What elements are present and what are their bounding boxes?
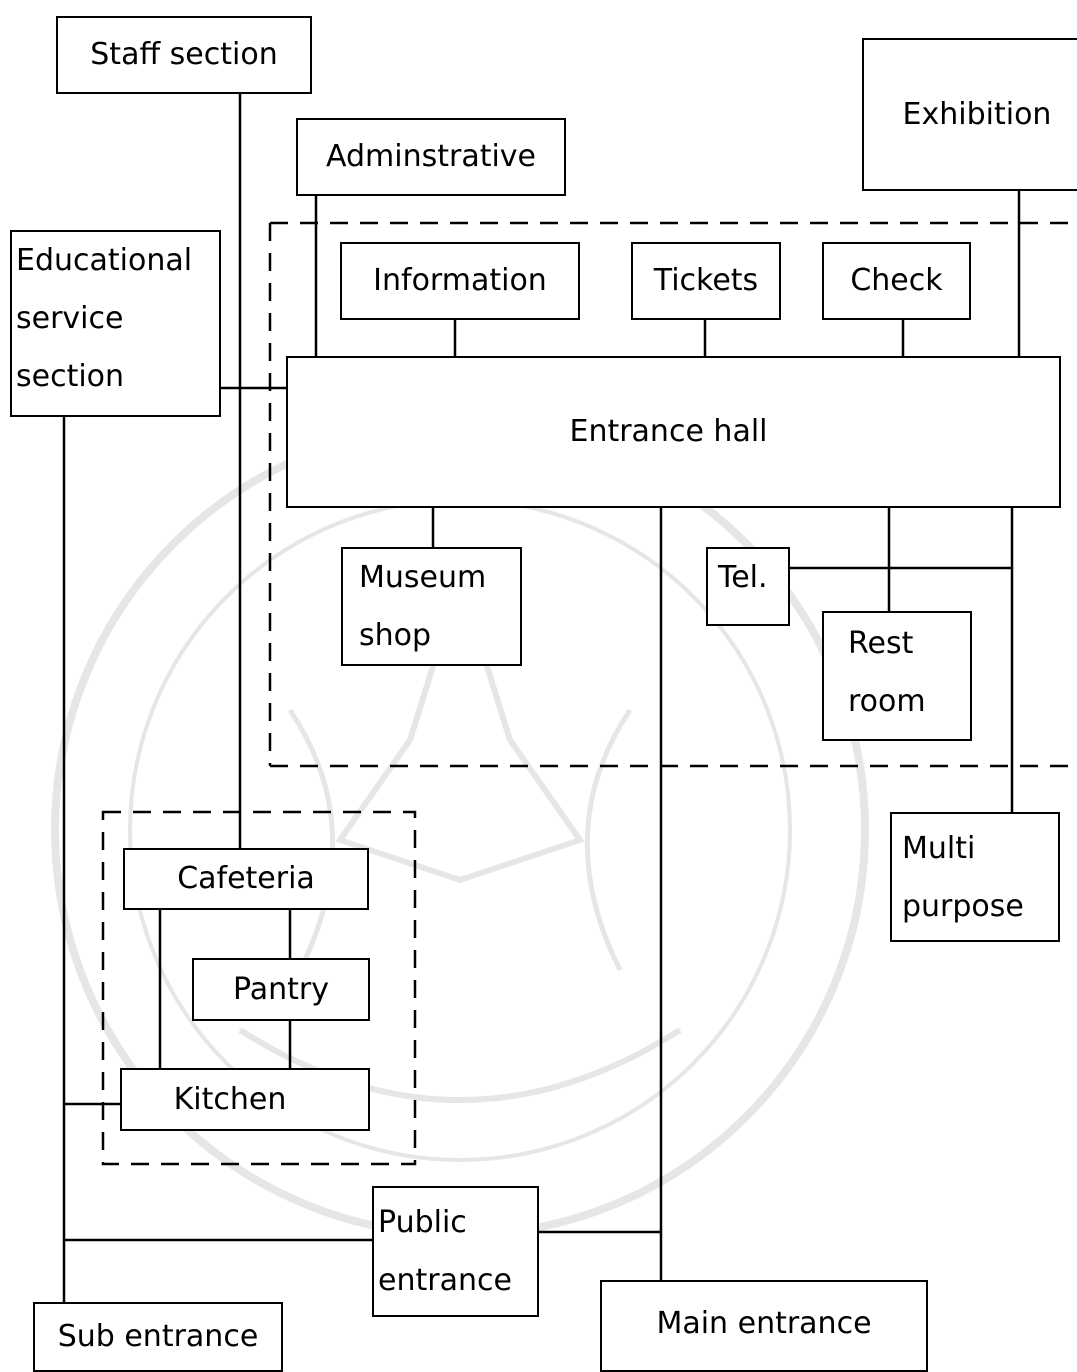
staff-section-label: Staff section xyxy=(90,37,278,72)
exhibition-label: Exhibition xyxy=(902,96,1052,132)
rest-room-label-line-1: Rest xyxy=(848,626,914,661)
check-label: Check xyxy=(850,263,943,298)
kitchen-label: Kitchen xyxy=(173,1081,287,1117)
pantry-box: Pantry xyxy=(192,958,370,1021)
educational-label-line-2: service xyxy=(16,301,124,336)
cafeteria-label: Cafeteria xyxy=(177,861,315,896)
main-entrance-label: Main entrance xyxy=(656,1306,872,1341)
educational-label-line-1: Educational xyxy=(16,243,193,278)
multipurpose-label-line-1: Multi xyxy=(902,831,976,866)
public-entrance-box: Public entrance xyxy=(372,1186,539,1317)
check-box: Check xyxy=(822,242,971,320)
educational-label-line-3: section xyxy=(16,359,125,394)
rest-room-box: Rest room xyxy=(822,611,972,741)
tickets-label: Tickets xyxy=(653,263,759,298)
multipurpose-label-line-2: purpose xyxy=(902,889,1024,924)
dashed-zone-food xyxy=(101,810,417,1166)
entrance-hall-box: Entrance hall xyxy=(286,356,1061,508)
kitchen-box: Kitchen xyxy=(120,1068,370,1131)
multipurpose-box: Multi purpose xyxy=(890,812,1060,942)
sub-entrance-box: Sub entrance xyxy=(33,1302,283,1372)
entrance-hall-label: Entrance hall xyxy=(569,414,768,449)
administrative-label: Adminstrative xyxy=(325,139,537,174)
exhibition-box: Exhibition xyxy=(862,38,1077,191)
museum-shop-label-line-2: shop xyxy=(359,618,432,653)
sub-entrance-label: Sub entrance xyxy=(57,1319,259,1354)
tickets-box: Tickets xyxy=(631,242,781,320)
museum-shop-label-line-1: Museum xyxy=(359,560,487,595)
public-entrance-label-line-1: Public xyxy=(378,1205,467,1240)
rest-room-label-line-2: room xyxy=(848,684,926,719)
pantry-label: Pantry xyxy=(233,971,329,1007)
educational-service-box: Educational service section xyxy=(10,230,221,417)
administrative-box: Adminstrative xyxy=(296,118,566,196)
public-entrance-label-line-2: entrance xyxy=(378,1263,512,1298)
tel-label: Tel. xyxy=(718,560,768,595)
museum-shop-box: Museum shop xyxy=(341,547,522,666)
staff-section-box: Staff section xyxy=(56,16,312,94)
information-box: Information xyxy=(340,242,580,320)
tel-box: Tel. xyxy=(706,547,790,626)
cafeteria-box: Cafeteria xyxy=(123,848,369,910)
main-entrance-box: Main entrance xyxy=(600,1280,928,1372)
information-label: Information xyxy=(373,263,547,298)
dashed-zone-entrance xyxy=(268,221,1077,768)
